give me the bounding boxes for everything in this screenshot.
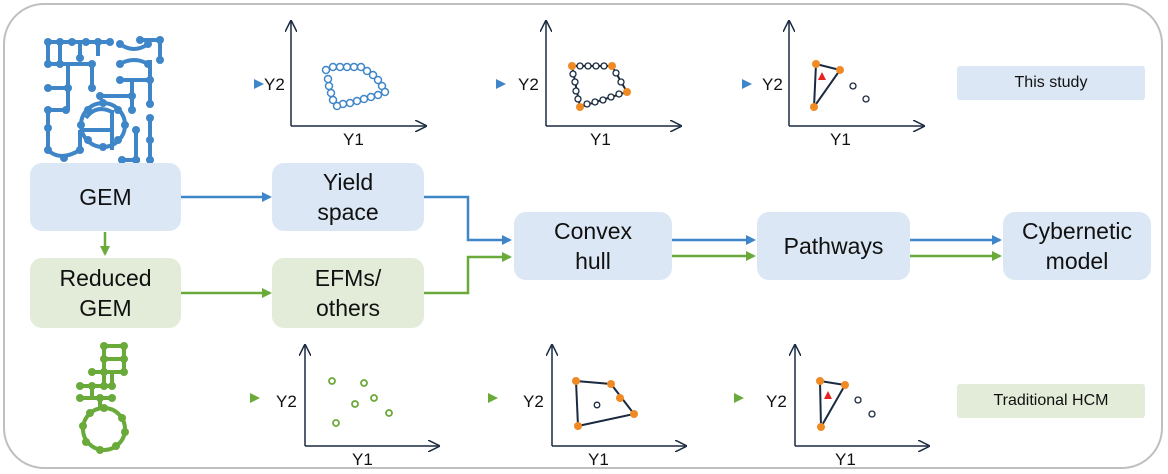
gem-network-nodes <box>44 36 164 164</box>
plot-bottom-efms <box>305 346 438 446</box>
cybernetic-model-box: Cybernetic model <box>1003 212 1151 280</box>
axis-label-x-top-3: Y1 <box>830 130 851 149</box>
reduced-gem-box: Reduced GEM <box>30 258 181 328</box>
axis-label-y-bottom-2: Y2 <box>523 392 544 411</box>
reduced-network-nodes <box>76 342 129 454</box>
traditional-hcm-tag: Traditional HCM <box>957 384 1145 418</box>
this-study-tag: This study <box>957 66 1145 100</box>
axis-label-y-bottom-1: Y2 <box>276 392 297 411</box>
arrow-yield-to-hull <box>424 195 512 245</box>
axis-label-y-top-3: Y2 <box>762 75 783 94</box>
convex-hull-box: Convex hull <box>514 212 672 280</box>
plot-top-convex-hull <box>546 22 680 126</box>
plot-bottom-pathways <box>795 346 928 446</box>
axis-label-y-top-2: Y2 <box>518 75 539 94</box>
axis-label-y-top-1: Y2 <box>264 75 285 94</box>
axis-label-x-bottom-2: Y1 <box>588 450 609 469</box>
axis-label-y-bottom-3: Y2 <box>766 392 787 411</box>
plot-top-yield-space <box>291 22 425 126</box>
outer-frame <box>3 3 1163 469</box>
arrow-efms-to-hull <box>424 252 512 295</box>
pathways-box: Pathways <box>757 212 910 280</box>
plot-bottom-convex-hull <box>552 346 685 446</box>
plot-top-pathways <box>789 22 923 126</box>
gem-box: GEM <box>30 163 181 231</box>
axis-label-x-bottom-3: Y1 <box>835 450 856 469</box>
axis-label-x-top-1: Y1 <box>343 130 364 149</box>
yield-space-box: Yield space <box>272 163 424 231</box>
efms-others-box: EFMs/ others <box>272 258 424 328</box>
axis-label-x-top-2: Y1 <box>590 130 611 149</box>
axis-label-x-bottom-1: Y1 <box>352 450 373 469</box>
